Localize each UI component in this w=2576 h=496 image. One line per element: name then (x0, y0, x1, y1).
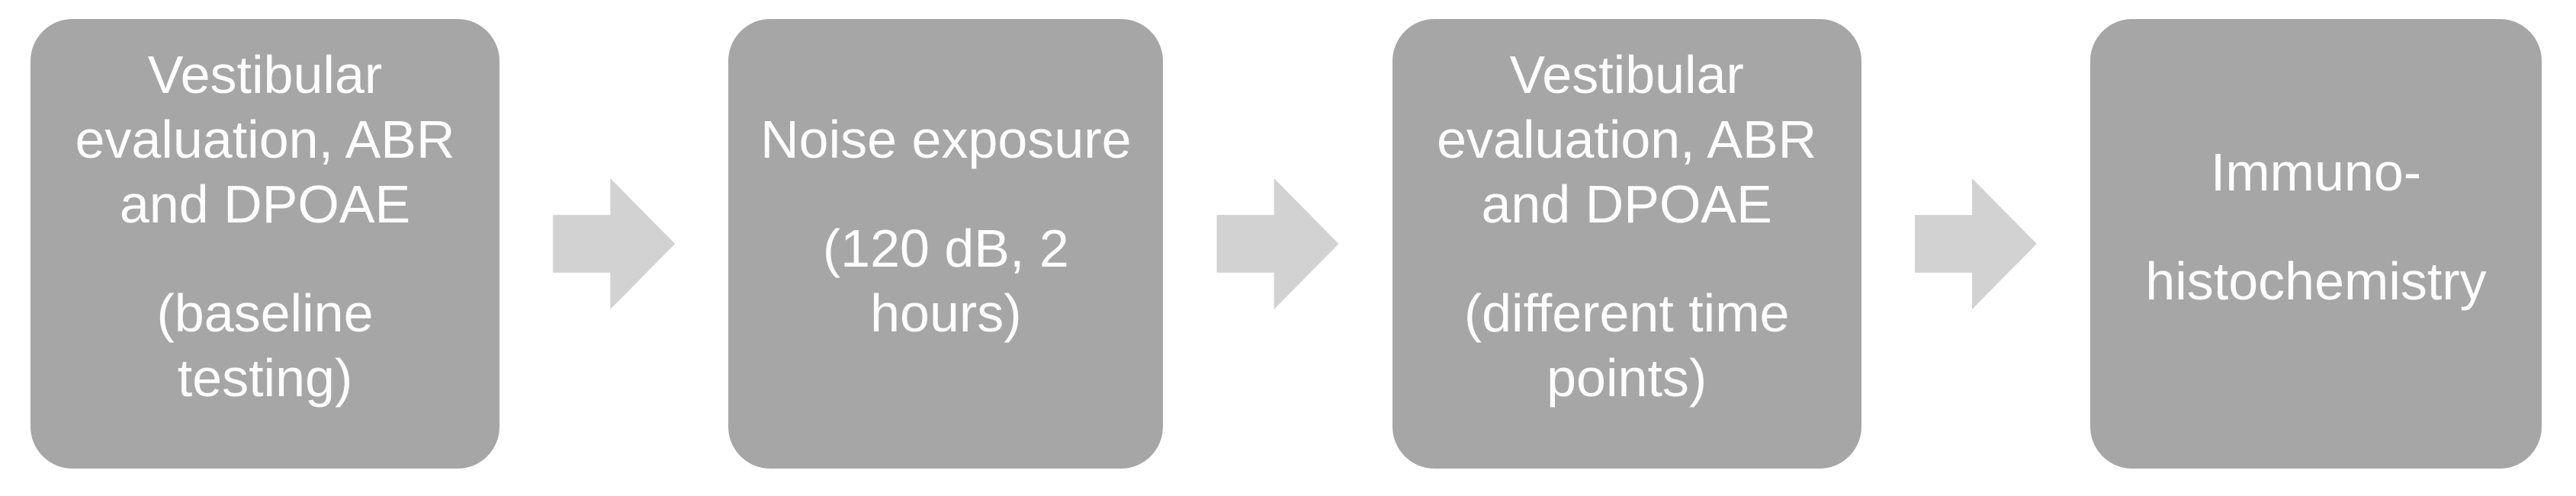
connector-2 (1163, 19, 1392, 469)
step-box-post-exposure-testing: Vestibular evaluation, ABR and DPOAE (di… (1392, 19, 1861, 469)
step-text: Vestibular evaluation, ABR and DPOAE (31, 43, 499, 237)
right-arrow-icon (1914, 178, 2037, 309)
step-box-immunohistochemistry: Immuno- histochemistry (2089, 19, 2542, 469)
step-text: Vestibular evaluation, ABR and DPOAE (1392, 43, 1861, 237)
step-text: (baseline testing) (31, 281, 499, 411)
text-line: hours) (870, 283, 1022, 343)
text-line: (different time (1463, 283, 1790, 343)
step-box-noise-exposure: Noise exposure (120 dB, 2 hours) (728, 19, 1164, 469)
step-text: histochemistry (2090, 249, 2542, 314)
text-line: testing) (177, 348, 353, 408)
step-text: (120 dB, 2 hours) (728, 216, 1163, 346)
text-line: Immuno- (2210, 142, 2422, 202)
text-line: and DPOAE (119, 174, 411, 234)
text-line: and DPOAE (1481, 174, 1772, 234)
connector-3 (1861, 19, 2090, 469)
text-line: evaluation, ABR (75, 110, 455, 169)
step-box-baseline-testing: Vestibular evaluation, ABR and DPOAE (ba… (31, 19, 499, 469)
text-line: Noise exposure (760, 110, 1132, 169)
step-text: Immuno- (2090, 140, 2542, 205)
text-line: evaluation, ABR (1437, 110, 1817, 169)
text-line: (baseline (156, 283, 374, 343)
step-text: Noise exposure (728, 107, 1163, 172)
text-line: points) (1547, 348, 1707, 408)
right-arrow-icon (553, 178, 676, 309)
text-line: Vestibular (147, 45, 383, 104)
right-arrow-icon (1216, 178, 1339, 309)
connector-1 (499, 19, 728, 469)
step-text: (different time points) (1392, 281, 1861, 411)
text-line: Vestibular (1509, 45, 1744, 104)
text-line: histochemistry (2145, 251, 2487, 311)
text-line: (120 dB, 2 (822, 219, 1069, 278)
